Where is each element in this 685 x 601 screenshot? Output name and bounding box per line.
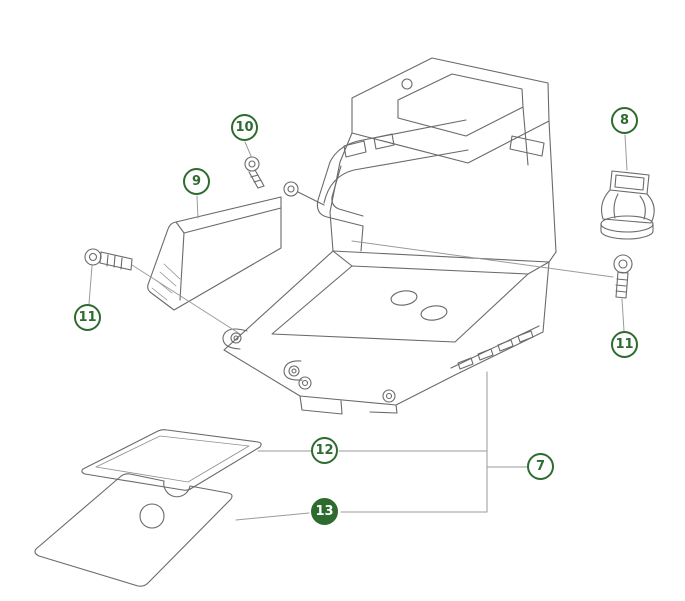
gasket-pad-part-12: [81, 429, 262, 491]
screw-part-11-right: [613, 254, 633, 299]
grommet-part-8: [600, 170, 655, 240]
callout-8[interactable]: 8: [611, 107, 638, 134]
chassis-part: [222, 57, 557, 415]
callout-7[interactable]: 7: [527, 453, 554, 480]
bottom-pad-part-13: [34, 473, 233, 587]
screw-part-11-left: [84, 248, 133, 271]
callout-12[interactable]: 12: [311, 437, 338, 464]
callout-10[interactable]: 10: [231, 114, 258, 141]
callout-9[interactable]: 9: [183, 168, 210, 195]
callout-13[interactable]: 13: [311, 498, 338, 525]
cover-plate-part: [147, 196, 282, 311]
leader-lines: [88, 134, 628, 521]
screw-part-10: [244, 156, 265, 189]
callout-11-right[interactable]: 11: [611, 331, 638, 358]
callout-11-left[interactable]: 11: [74, 304, 101, 331]
